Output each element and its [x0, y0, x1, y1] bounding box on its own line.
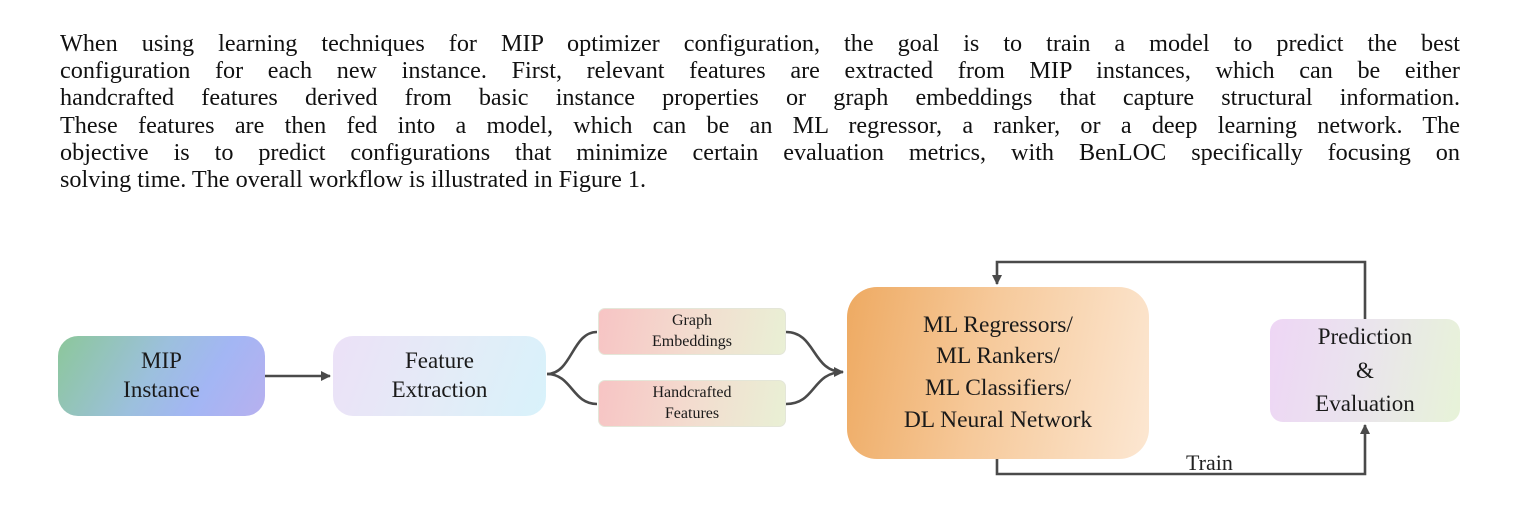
box-label: MIP — [141, 348, 182, 374]
body-paragraph: When using learning techniques for MIP o… — [60, 30, 1460, 193]
box-label: Instance — [123, 377, 200, 402]
box-label: DL Neural Network — [903, 406, 1093, 433]
workflow-arrows — [265, 260, 1370, 476]
prediction-evaluation-box: Prediction & Evaluation — [1270, 319, 1460, 422]
paragraph-line: When using learning techniques for MIP o… — [60, 30, 1460, 57]
feedback-arrow — [992, 260, 1367, 319]
model-box: ML Regressors/ ML Rankers/ ML Classifier… — [847, 287, 1149, 459]
box-label: ML Rankers/ — [936, 343, 1060, 370]
train-arrow — [995, 424, 1370, 476]
branch-to-graph — [546, 330, 598, 376]
mip-instance-box: MIP Instance — [58, 336, 265, 416]
paragraph-line: handcrafted features derived from basic … — [60, 84, 1460, 112]
train-label: Train — [1186, 450, 1233, 475]
box-label: Prediction — [1317, 324, 1413, 350]
box-label: Features — [664, 404, 720, 422]
graph-embeddings-box: Graph Embeddings — [598, 308, 786, 355]
box-label: Evaluation — [1315, 391, 1415, 417]
box-label: Graph — [672, 311, 712, 329]
feature-extraction-box: Feature Extraction — [333, 336, 546, 416]
box-label: Embeddings — [652, 332, 732, 350]
merge-from-graph — [785, 330, 844, 377]
paragraph-line: These features are then fed into a model… — [60, 111, 1460, 139]
box-label: & — [1356, 357, 1374, 383]
box-label: ML Classifiers/ — [925, 375, 1071, 401]
paragraph-line: objective is to predict configurations t… — [60, 138, 1460, 166]
branch-to-handcrafted — [546, 372, 598, 406]
paragraph-line: solving time. The overall workflow is il… — [60, 166, 647, 194]
box-label: Feature — [405, 348, 474, 374]
box-label: Handcrafted — [652, 383, 732, 401]
workflow-figure: MIP Instance Feature Extraction Graph Em… — [0, 250, 1520, 490]
paragraph-line: configuration for each new instance. Fir… — [60, 57, 1460, 85]
merge-from-handcrafted — [785, 370, 844, 406]
handcrafted-features-box: Handcrafted Features — [598, 380, 786, 427]
box-label: Extraction — [391, 377, 488, 402]
box-label: ML Regressors/ — [923, 311, 1073, 338]
